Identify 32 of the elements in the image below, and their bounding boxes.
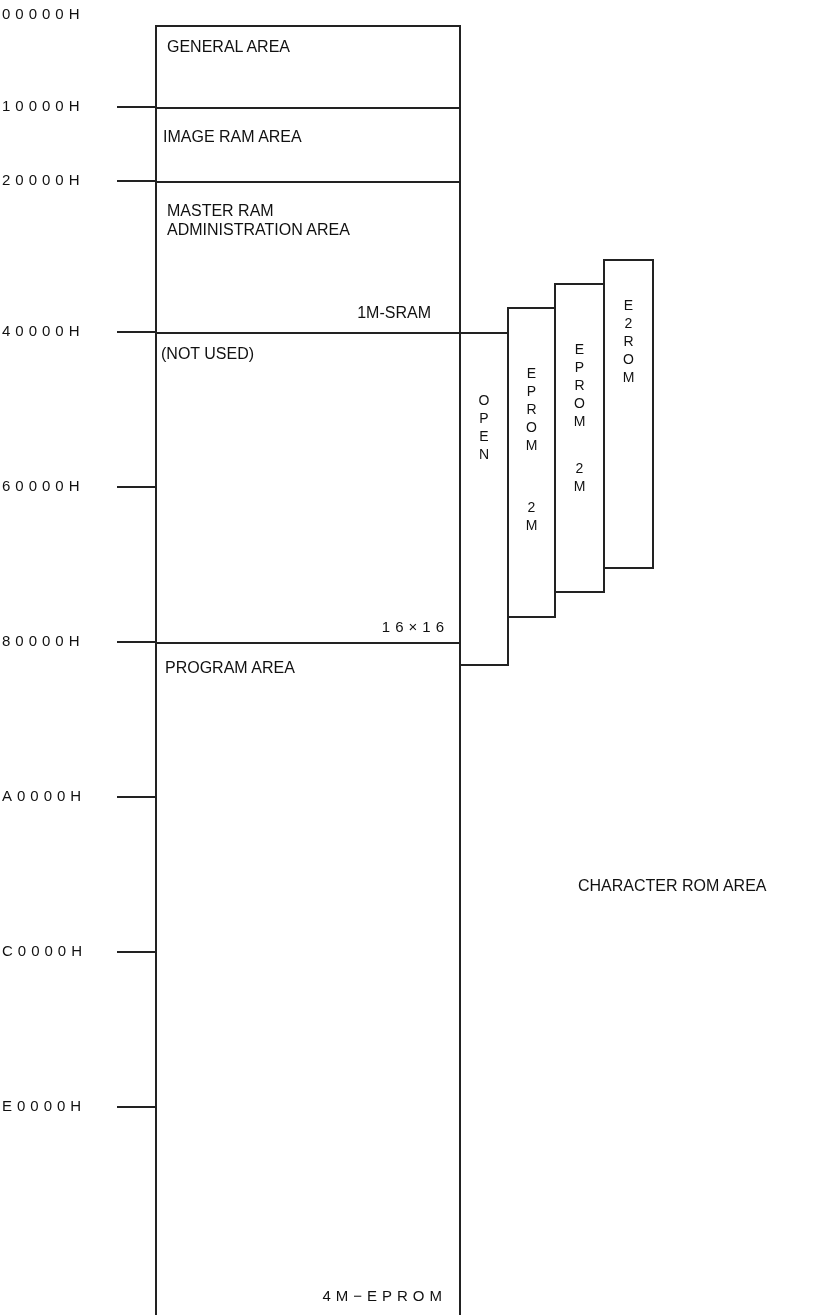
area-label: MASTER RAM ADMINISTRATION AREA (167, 201, 351, 239)
chip-label: 16×16 (381, 617, 449, 636)
chip-label: 4M−EPROM (322, 1286, 447, 1305)
address-label: A0000H (2, 787, 87, 804)
chip-label: 1M-SRAM (357, 303, 431, 322)
area-label: PROGRAM AREA (165, 658, 295, 677)
chip-box (554, 283, 605, 593)
capacity-label: 2M (571, 460, 588, 496)
area-label: IMAGE RAM AREA (163, 127, 302, 146)
area-label: (NOT USED) (161, 344, 255, 363)
memory-region (155, 107, 461, 183)
capacity-label: 2M (523, 499, 540, 535)
address-label: E0000H (2, 1097, 87, 1114)
chip-box (507, 307, 556, 618)
address-label: C0000H (2, 942, 88, 959)
chip-label: EPROM (571, 341, 588, 431)
chip-label: EPROM (523, 365, 540, 455)
chip-box (603, 259, 654, 569)
area-label: CHARACTER ROM AREA (578, 876, 767, 895)
address-label: 80000H (2, 632, 85, 649)
chip-label: E2ROM (620, 297, 637, 387)
address-label: 00000H (2, 5, 85, 22)
memory-region (155, 642, 461, 1315)
chip-label: OPEN (476, 392, 492, 464)
memory-region (155, 181, 461, 334)
chip-box (459, 332, 509, 666)
address-label: 20000H (2, 171, 85, 188)
area-label: GENERAL AREA (167, 37, 290, 56)
address-label: 40000H (2, 322, 85, 339)
address-label: 60000H (2, 477, 85, 494)
address-label: 10000H (2, 97, 85, 114)
memory-region (155, 25, 461, 109)
